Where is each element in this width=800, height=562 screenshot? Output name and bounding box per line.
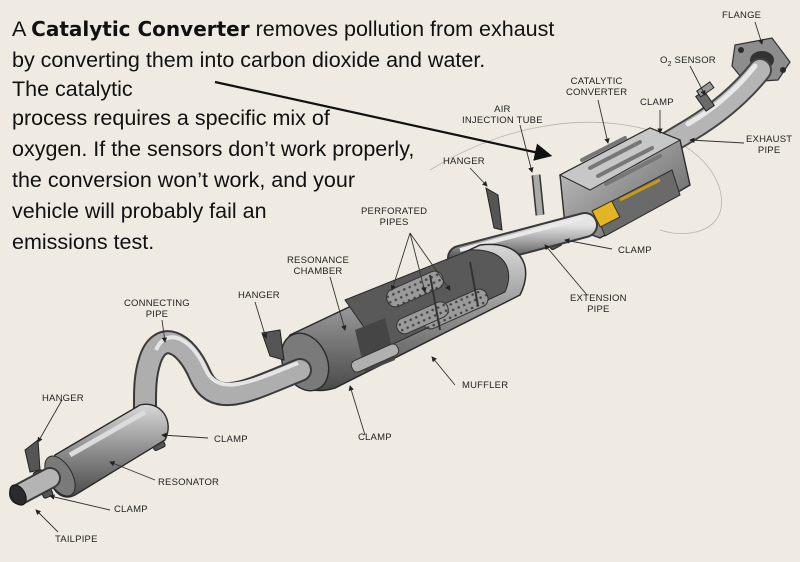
label-extension-1: EXTENSION bbox=[570, 293, 627, 304]
label-o2-rest: SENSOR bbox=[672, 55, 716, 66]
intro-term: Catalytic Converter bbox=[31, 17, 249, 41]
label-clamp-left: CLAMP bbox=[214, 434, 248, 445]
label-o2-sensor: O2 SENSOR bbox=[660, 55, 716, 70]
label-clamp-top: CLAMP bbox=[640, 97, 674, 108]
label-flange: FLANGE bbox=[722, 10, 761, 21]
intro-text: A Catalytic Converter removes pollution … bbox=[12, 14, 652, 258]
intro-line-3: The catalytic bbox=[12, 76, 652, 103]
intro-prefix: A bbox=[12, 17, 31, 41]
label-connecting-2: PIPE bbox=[124, 309, 190, 320]
label-catalytic-2: CONVERTER bbox=[566, 87, 627, 98]
label-resonance-1: RESONANCE bbox=[287, 255, 349, 266]
label-connecting-pipe: CONNECTING PIPE bbox=[124, 298, 190, 320]
label-extension-pipe: EXTENSION PIPE bbox=[570, 293, 627, 315]
label-perforated-2: PIPES bbox=[361, 217, 427, 228]
label-o2-prefix: O bbox=[660, 55, 668, 66]
label-clamp-bottom: CLAMP bbox=[114, 504, 148, 515]
hanger-part bbox=[25, 440, 40, 472]
intro-line-4: process requires a specific mix of bbox=[12, 103, 652, 134]
label-exhaust-1: EXHAUST bbox=[746, 134, 792, 145]
label-extension-2: PIPE bbox=[570, 304, 627, 315]
label-air-injection-tube: AIR INJECTION TUBE bbox=[462, 104, 543, 126]
intro-line-2: by converting them into carbon dioxide a… bbox=[12, 45, 652, 76]
intro-line-6: the conversion won’t work, and your bbox=[12, 165, 652, 196]
label-air-1: AIR bbox=[462, 104, 543, 115]
intro-line-7: vehicle will probably fail an bbox=[12, 196, 652, 227]
resonator-part bbox=[39, 404, 169, 501]
intro-line-1: A Catalytic Converter removes pollution … bbox=[12, 14, 652, 45]
label-catalytic-converter: CATALYTIC CONVERTER bbox=[566, 76, 627, 98]
label-resonance-2: CHAMBER bbox=[287, 266, 349, 277]
intro-line-5: oxygen. If the sensors don’t work proper… bbox=[12, 134, 652, 165]
intro-line1-rest: removes pollution from exhaust bbox=[250, 17, 555, 41]
label-perforated-1: PERFORATED bbox=[361, 206, 427, 217]
label-resonance-chamber: RESONANCE CHAMBER bbox=[287, 255, 349, 277]
label-clamp-mid: CLAMP bbox=[618, 245, 652, 256]
label-air-2: INJECTION TUBE bbox=[462, 115, 543, 126]
label-resonator: RESONATOR bbox=[158, 477, 219, 488]
label-hanger-left: HANGER bbox=[42, 393, 84, 404]
label-connecting-1: CONNECTING bbox=[124, 298, 190, 309]
label-perforated-pipes: PERFORATED PIPES bbox=[361, 206, 427, 228]
label-hanger-top: HANGER bbox=[443, 156, 485, 167]
label-muffler: MUFFLER bbox=[462, 380, 508, 391]
o2-sensor bbox=[696, 82, 715, 111]
label-clamp-bottom-mid: CLAMP bbox=[358, 432, 392, 443]
label-tailpipe: TAILPIPE bbox=[55, 534, 98, 545]
label-exhaust-pipe: EXHAUST PIPE bbox=[746, 134, 792, 156]
intro-line-8: emissions test. bbox=[12, 227, 652, 258]
label-hanger-mid: HANGER bbox=[238, 290, 280, 301]
label-exhaust-2: PIPE bbox=[746, 145, 792, 156]
label-catalytic-1: CATALYTIC bbox=[566, 76, 627, 87]
